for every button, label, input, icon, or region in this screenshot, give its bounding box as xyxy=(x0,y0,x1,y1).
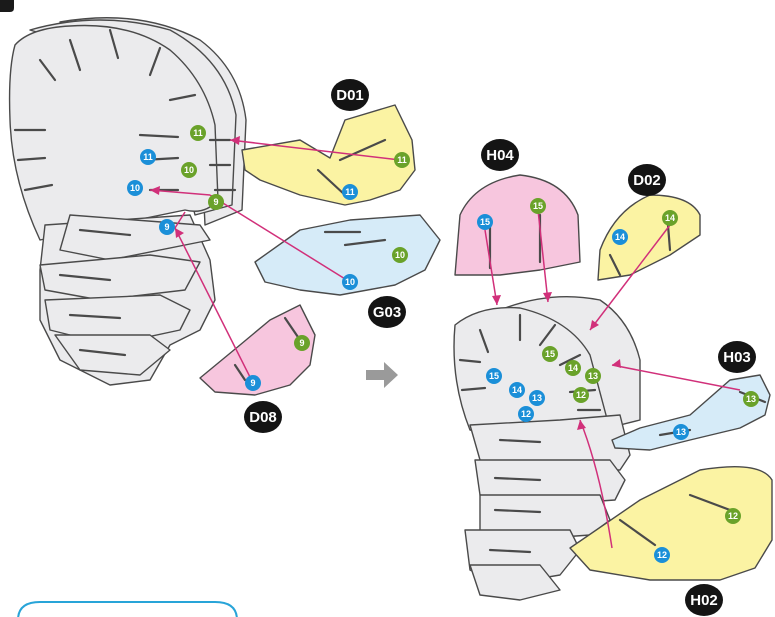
marker-badge: 14 xyxy=(509,382,525,398)
svg-text:H02: H02 xyxy=(690,592,718,609)
bottom-info-box xyxy=(17,601,238,617)
svg-text:H03: H03 xyxy=(723,349,751,366)
svg-text:11: 11 xyxy=(397,155,407,165)
svg-text:15: 15 xyxy=(545,349,555,359)
next-step-arrow xyxy=(366,362,398,388)
marker-badge: 13 xyxy=(743,391,759,407)
left-head-assembly xyxy=(8,17,247,386)
marker-badge: 15 xyxy=(486,368,502,384)
marker-badge: 10 xyxy=(127,180,143,196)
left-arrows xyxy=(149,136,401,384)
svg-text:14: 14 xyxy=(665,213,675,223)
svg-text:10: 10 xyxy=(184,165,194,175)
svg-text:10: 10 xyxy=(395,250,405,260)
svg-text:15: 15 xyxy=(489,371,499,381)
svg-text:12: 12 xyxy=(657,550,667,560)
marker-badge: 12 xyxy=(518,406,534,422)
label-h02: H02 xyxy=(685,584,723,616)
svg-text:11: 11 xyxy=(143,152,153,162)
label-g03: G03 xyxy=(368,296,406,328)
marker-badge: 11 xyxy=(342,184,358,200)
step-corner-marker xyxy=(0,0,14,12)
label-d01: D01 xyxy=(331,79,369,111)
marker-badge: 14 xyxy=(662,210,678,226)
label-h04: H04 xyxy=(481,139,519,171)
marker-badge: 9 xyxy=(245,375,261,391)
svg-text:14: 14 xyxy=(568,363,578,373)
svg-text:13: 13 xyxy=(676,427,686,437)
marker-badge: 12 xyxy=(654,547,670,563)
part-d01-piece xyxy=(241,104,416,206)
marker-badge: 11 xyxy=(394,152,410,168)
svg-text:D02: D02 xyxy=(633,172,661,189)
svg-text:12: 12 xyxy=(521,409,531,419)
marker-badge: 14 xyxy=(565,360,581,376)
svg-text:12: 12 xyxy=(728,511,738,521)
svg-text:9: 9 xyxy=(299,338,304,348)
svg-text:9: 9 xyxy=(250,378,255,388)
label-d08: D08 xyxy=(244,401,282,433)
svg-text:15: 15 xyxy=(480,217,490,227)
label-h03: H03 xyxy=(718,341,756,373)
marker-badge: 10 xyxy=(342,274,358,290)
marker-badge: 9 xyxy=(294,335,310,351)
part-h02-piece xyxy=(569,465,773,581)
marker-badge: 10 xyxy=(181,162,197,178)
svg-text:15: 15 xyxy=(533,201,543,211)
marker-badge: 9 xyxy=(159,219,175,235)
svg-text:11: 11 xyxy=(345,187,355,197)
part-g03-piece xyxy=(254,214,441,296)
svg-text:13: 13 xyxy=(746,394,756,404)
marker-badge: 11 xyxy=(140,149,156,165)
svg-text:H04: H04 xyxy=(486,147,514,164)
svg-text:D08: D08 xyxy=(249,409,277,426)
svg-text:9: 9 xyxy=(164,222,169,232)
right-arrows xyxy=(484,209,741,549)
marker-badge: 13 xyxy=(585,368,601,384)
left-markers: 11 11 10 10 9 9 11 11 10 10 9 9 xyxy=(127,125,410,391)
svg-text:14: 14 xyxy=(615,232,625,242)
marker-badge: 15 xyxy=(530,198,546,214)
marker-badge: 12 xyxy=(725,508,741,524)
marker-badge: 12 xyxy=(573,387,589,403)
label-d02: D02 xyxy=(628,164,666,196)
marker-badge: 15 xyxy=(477,214,493,230)
marker-badge: 9 xyxy=(208,194,224,210)
part-h04-piece xyxy=(454,174,581,276)
marker-badge: 10 xyxy=(392,247,408,263)
marker-badge: 13 xyxy=(673,424,689,440)
marker-badge: 13 xyxy=(529,390,545,406)
right-head-assembly xyxy=(453,295,641,601)
svg-text:14: 14 xyxy=(512,385,522,395)
marker-badge: 14 xyxy=(612,229,628,245)
svg-text:13: 13 xyxy=(532,393,542,403)
svg-text:10: 10 xyxy=(130,183,140,193)
svg-text:G03: G03 xyxy=(373,304,401,321)
marker-badge: 11 xyxy=(190,125,206,141)
svg-text:9: 9 xyxy=(213,197,218,207)
part-labels: D01 G03 D08 H04 D02 H03 H02 xyxy=(244,79,756,616)
svg-text:13: 13 xyxy=(588,371,598,381)
svg-text:D01: D01 xyxy=(336,87,364,104)
svg-text:10: 10 xyxy=(345,277,355,287)
right-markers: 15 15 14 14 15 15 14 13 14 13 12 12 13 1… xyxy=(477,198,759,563)
part-d08-piece xyxy=(199,304,316,396)
marker-badge: 15 xyxy=(542,346,558,362)
svg-text:12: 12 xyxy=(576,390,586,400)
svg-text:11: 11 xyxy=(193,128,203,138)
